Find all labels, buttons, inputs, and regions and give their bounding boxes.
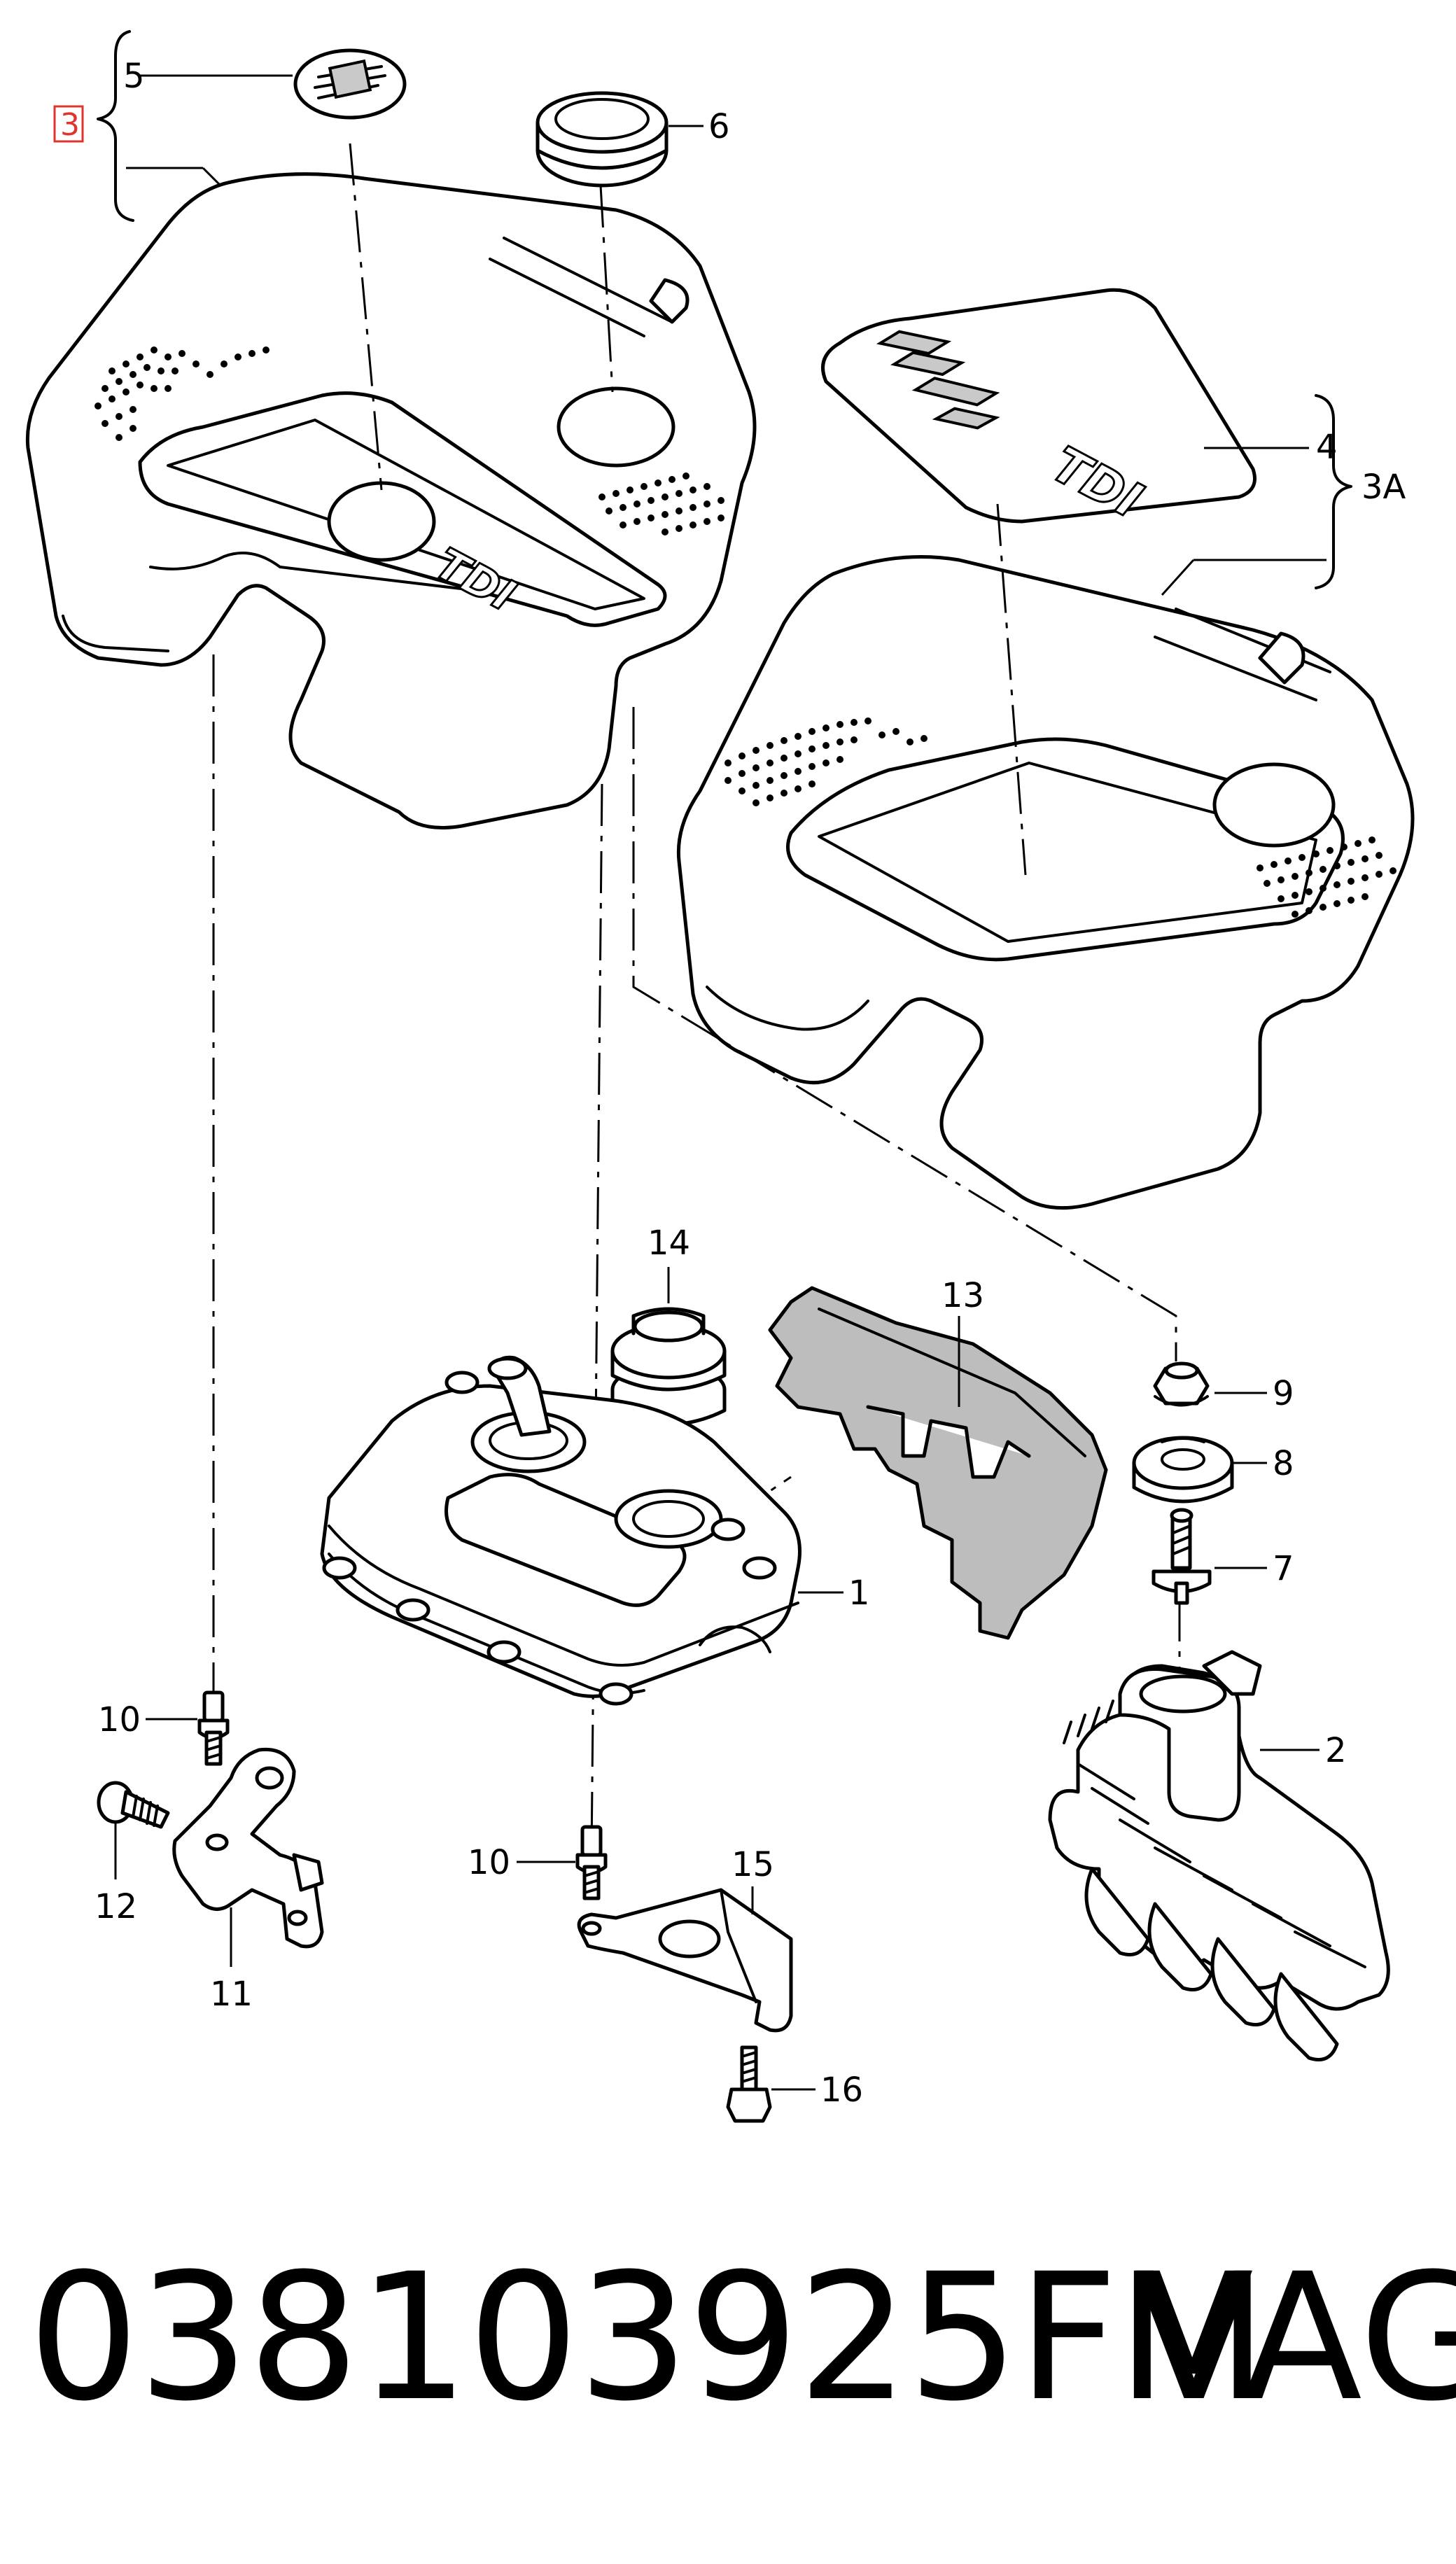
part-2-intake-manifold [1048,1650,1390,2061]
cover-3-texture-dots [94,346,724,535]
part-12-bolt [97,1781,170,1829]
part-11-bracket [172,1747,324,1949]
callout-9: 9 [1273,1374,1294,1413]
callout-16: 16 [820,2071,863,2110]
part-16-bolt [726,2045,772,2123]
callout-6: 6 [708,107,730,146]
part-3-engine-cover: TDI [25,172,757,829]
callout-14: 14 [648,1224,690,1263]
callout-3a: 3A [1362,468,1406,507]
callout-11: 11 [210,1975,253,2014]
callout-2: 2 [1325,1731,1347,1770]
part-9-nut [1153,1361,1210,1407]
callout-13: 13 [941,1276,984,1315]
part-13-heat-shield [768,1286,1108,1640]
callout-7: 7 [1273,1549,1294,1588]
part-number-label: 038103925FM [28,2236,1268,2439]
callout-8: 8 [1273,1444,1294,1483]
part-10-stud-middle [575,1825,608,1900]
plate-4-logo-mark [876,330,1000,430]
part-4-nameplate: TDI [821,288,1256,531]
callout-3[interactable]: 3 [60,107,80,143]
selected-part-marker[interactable] [53,105,84,143]
part-15-bracket [577,1888,793,2033]
callout-1: 1 [848,1574,870,1613]
callout-10-left: 10 [98,1700,141,1739]
part-8-rubber-mount [1132,1436,1234,1504]
part-5-emblem-cap [293,48,407,120]
cover-3a-texture-dots [724,717,1396,918]
callout-10-middle: 10 [468,1843,510,1882]
callout-15: 15 [732,1845,774,1884]
callout-12: 12 [94,1887,137,1926]
brand-label: VAG [1134,2236,1456,2439]
part-1-valve-cover [320,1355,802,1706]
group-3a-bracket [1161,394,1352,596]
part-6-grommet [536,91,668,188]
callout-5: 5 [123,57,145,96]
part-3a-engine-cover [676,555,1415,1210]
part-7-stud [1152,1508,1212,1605]
part-10-stud-left [197,1690,230,1766]
part-14-breather-cap [610,1307,727,1427]
